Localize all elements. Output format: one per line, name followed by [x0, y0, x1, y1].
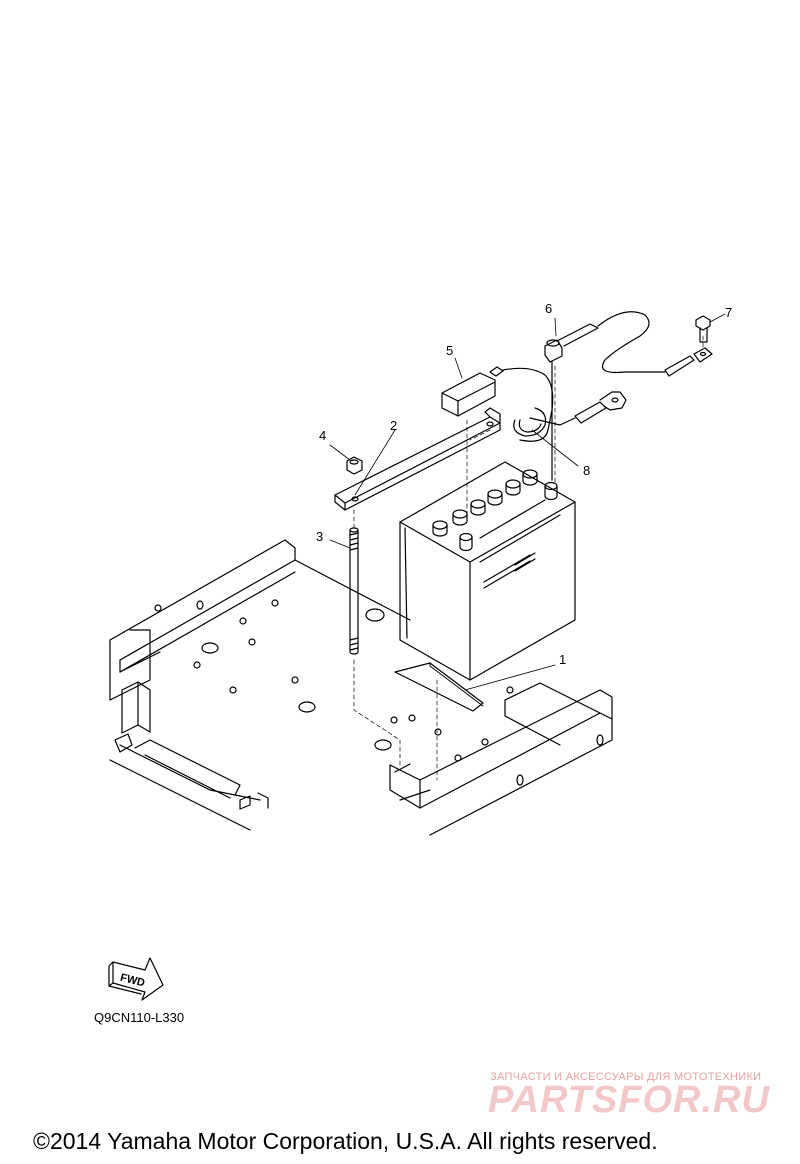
frame-right	[389, 682, 613, 836]
callout-4: 4	[319, 428, 326, 443]
battery	[399, 461, 576, 681]
part-3-long-bolt	[349, 527, 359, 655]
callout-1: 1	[559, 652, 566, 667]
callout-7: 7	[725, 305, 732, 320]
assembly-guide-lines	[353, 335, 704, 781]
part-4-nut	[346, 456, 363, 475]
fwd-label: FWD	[119, 972, 146, 990]
frame-left	[109, 539, 411, 831]
watermark-tagline: ЗАПЧАСТИ И АКСЕССУАРЫ ДЛЯ МОТОТЕХНИКИ	[490, 1071, 762, 1083]
part-2-battery-bracket	[334, 407, 501, 511]
frame-holes	[154, 599, 604, 786]
part-6-positive-lead	[544, 311, 713, 481]
watermark-logo: PARTSFOR.RU	[488, 1079, 770, 1121]
leader-lines	[329, 313, 726, 691]
part-5-fuse-box	[441, 366, 554, 442]
callout-2: 2	[390, 418, 397, 433]
callout-6: 6	[545, 301, 552, 316]
callout-8: 8	[583, 463, 590, 478]
fwd-arrow-icon	[108, 957, 164, 1001]
callout-3: 3	[316, 529, 323, 544]
part-8-cable-band	[513, 407, 547, 437]
part-7-bolt	[695, 315, 711, 343]
copyright-text: ©2014 Yamaha Motor Corporation, U.S.A. A…	[33, 1128, 658, 1154]
callout-5: 5	[446, 343, 453, 358]
part-1-battery-pad	[394, 662, 484, 712]
diagram-code: Q9CN110-L330	[94, 1010, 185, 1025]
battery-terminal-lead	[529, 391, 627, 426]
